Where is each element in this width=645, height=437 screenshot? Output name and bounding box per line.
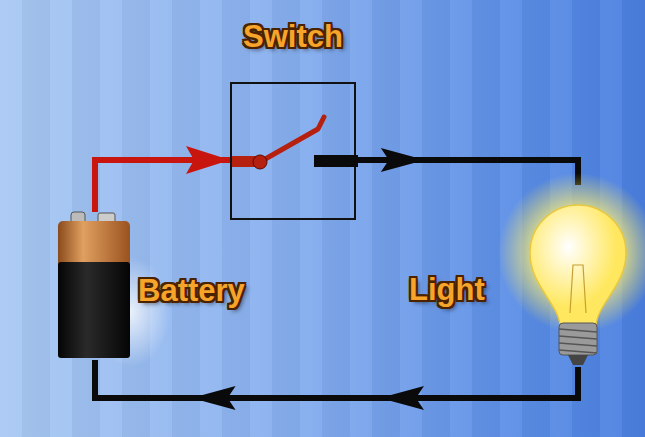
- wire-path: [95, 160, 230, 212]
- bulb-thread: [559, 329, 597, 332]
- switch-box-art: [232, 84, 358, 222]
- arrowhead: [380, 386, 424, 410]
- switch-contact: [314, 155, 358, 167]
- battery-top: [58, 221, 130, 269]
- light-bulb: Light: [405, 185, 620, 367]
- battery: Battery: [58, 212, 273, 360]
- switch-box: Switch: [230, 82, 356, 220]
- bulb-thread: [559, 350, 597, 353]
- bulb-thread: [559, 336, 597, 339]
- bulb-filament: [570, 265, 586, 313]
- arrowhead: [192, 386, 236, 410]
- bulb-glass: [530, 205, 626, 325]
- wire-path: [95, 360, 578, 398]
- bulb-tip: [568, 355, 588, 365]
- component-label: Light: [409, 273, 485, 307]
- wire: [95, 146, 230, 212]
- battery-body: [58, 262, 130, 358]
- bulb-base: [559, 323, 597, 355]
- bulb-glow: [498, 173, 645, 333]
- wire: [95, 360, 578, 410]
- arrowhead: [186, 146, 230, 174]
- bulb-thread: [559, 343, 597, 346]
- switch-pivot: [253, 155, 267, 169]
- component-label: Switch: [243, 20, 343, 54]
- component-label: Battery: [138, 274, 245, 308]
- wire: [356, 148, 578, 185]
- arrowhead: [381, 148, 425, 172]
